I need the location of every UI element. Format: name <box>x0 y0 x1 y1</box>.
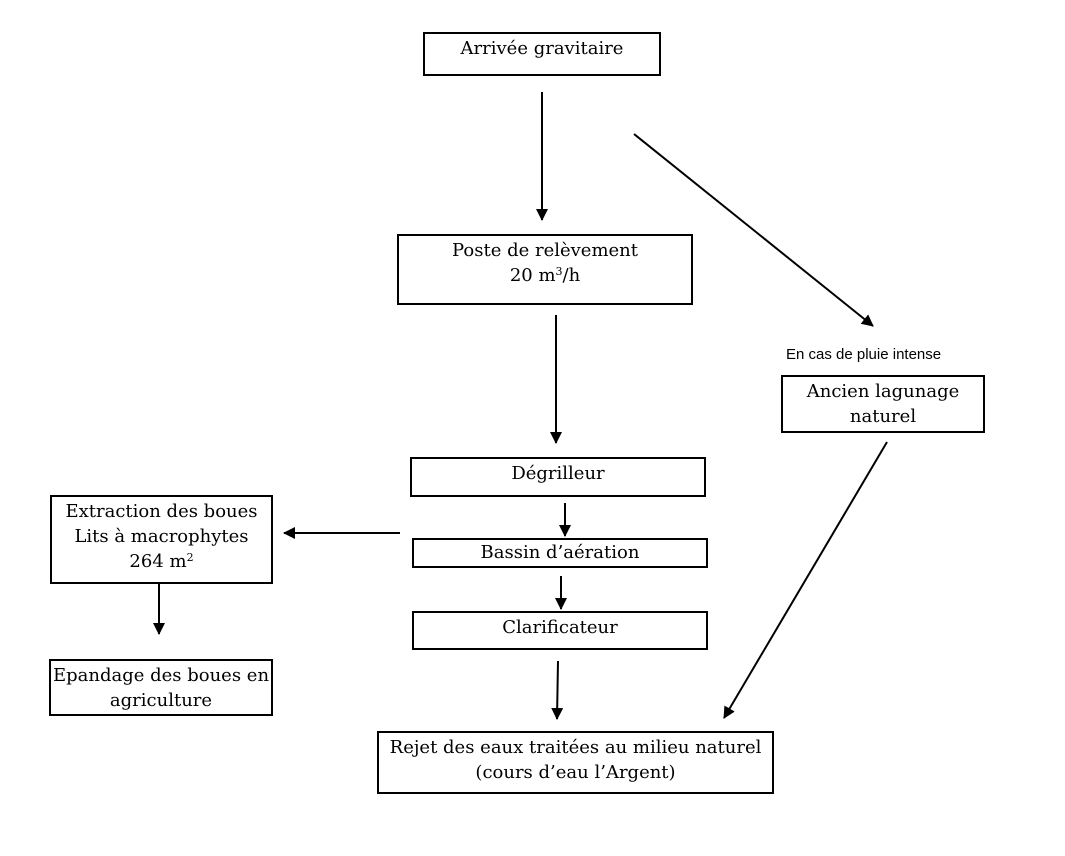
node-label: Lits à macrophytes <box>74 526 249 547</box>
node-ancien-lagunage: Ancien lagunage naturel <box>781 375 985 433</box>
node-rejet-eaux-traitees: Rejet des eaux traitées au milieu nature… <box>377 731 774 794</box>
node-area: 264 m2 <box>52 549 271 574</box>
node-degrilleur: Dégrilleur <box>410 457 706 497</box>
node-capacity: 20 m3/h <box>399 263 691 288</box>
node-arrivee-gravitaire: Arrivée gravitaire <box>423 32 661 76</box>
node-extraction-boues: Extraction des boues Lits à macrophytes … <box>50 495 273 584</box>
node-label: Bassin d’aération <box>480 542 640 563</box>
arrow-lagunage-to-rejet <box>723 441 888 719</box>
area-exponent: 2 <box>186 551 194 564</box>
capacity-value: 20 m <box>509 265 556 286</box>
node-label: Arrivée gravitaire <box>460 38 624 59</box>
capacity-unit: /h <box>562 265 581 286</box>
arrow-clarificateur-to-rejet <box>551 660 564 720</box>
node-label: (cours d’eau l’Argent) <box>475 762 676 783</box>
node-label: naturel <box>849 406 917 427</box>
capacity-exponent: 3 <box>555 265 563 278</box>
node-label: agriculture <box>109 690 213 711</box>
node-label: Extraction des boues <box>65 501 258 522</box>
node-label: Epandage des boues en <box>52 665 270 686</box>
node-bassin-aeration: Bassin d’aération <box>412 538 708 568</box>
rain-condition-note: En cas de pluie intense <box>786 346 942 363</box>
node-label: Dégrilleur <box>511 463 605 484</box>
node-label: Clarificateur <box>502 617 618 638</box>
node-label: Ancien lagunage <box>806 381 960 402</box>
node-clarificateur: Clarificateur <box>412 611 708 650</box>
node-epandage-boues: Epandage des boues en agriculture <box>49 659 273 716</box>
arrow-arrivee-to-lagunage <box>633 133 874 327</box>
node-label: Rejet des eaux traitées au milieu nature… <box>389 737 762 758</box>
area-value: 264 m <box>129 551 187 572</box>
node-label: Poste de relèvement <box>452 240 638 261</box>
node-poste-de-relevement: Poste de relèvement 20 m3/h <box>397 234 693 305</box>
